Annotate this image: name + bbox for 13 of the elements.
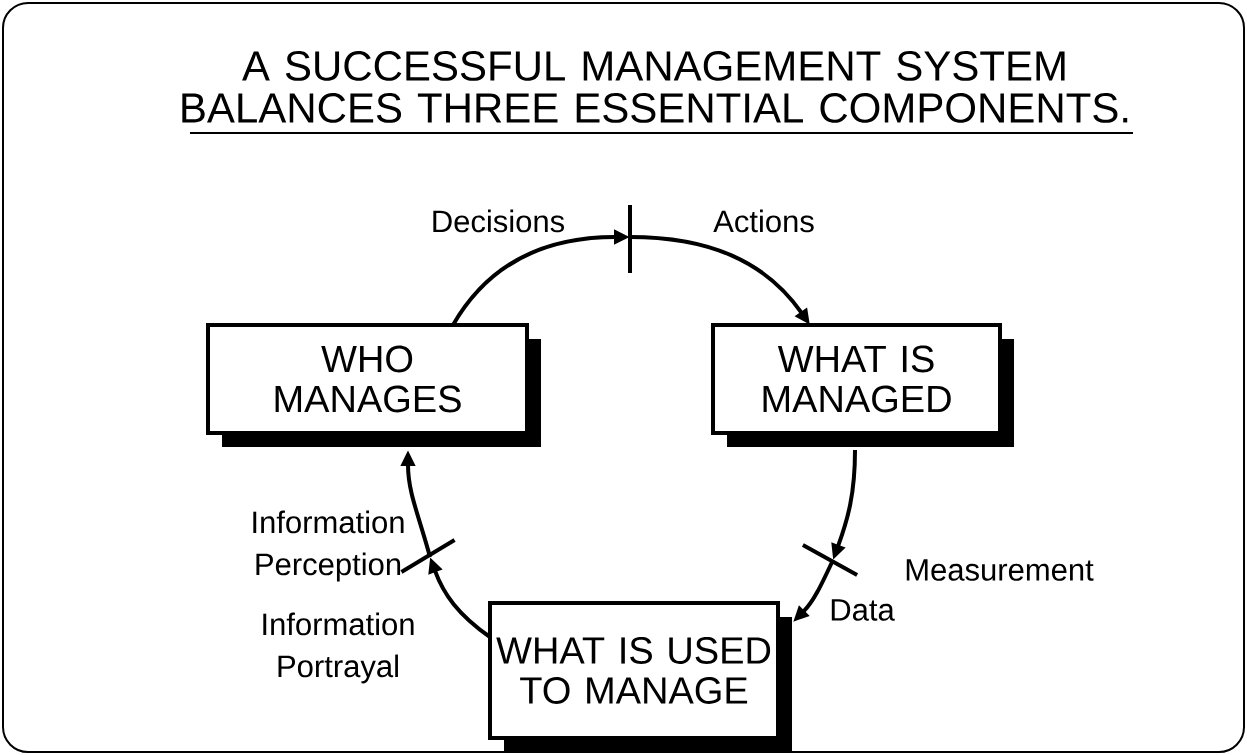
shadowed-box: WHAT IS MANAGED: [711, 323, 1014, 447]
edge-label: Information Portrayal: [263, 612, 414, 684]
edge-label: Decisions: [433, 209, 565, 233]
shadowed-box: WHO MANAGES: [206, 323, 541, 447]
edge-label: Actions: [713, 209, 814, 233]
tick-mark: [801, 543, 859, 577]
shadowed-box: WHAT IS USED TO MANAGE: [488, 601, 792, 752]
edge-label: Data: [831, 599, 895, 621]
title: A SUCCESSFUL MANAGEMENT SYSTEM BALANCES THREE ESSENTIAL COMPONENTS.: [182, 51, 1134, 134]
edge-label: Information Perception: [253, 510, 404, 582]
tick-mark: [628, 205, 632, 273]
tick-mark: [400, 538, 456, 574]
edge-label: Measurement: [906, 559, 1094, 581]
